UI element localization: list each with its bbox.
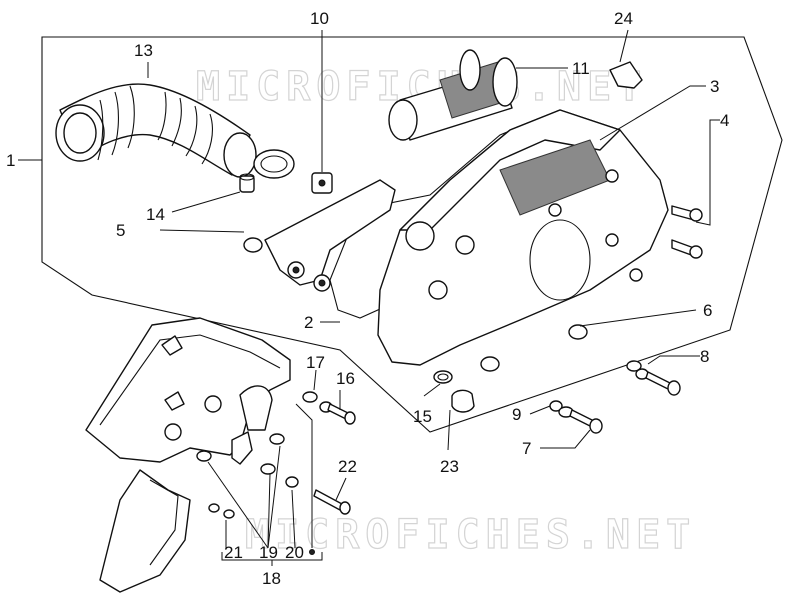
intake-hose-part xyxy=(55,83,295,193)
callout-2: 2 xyxy=(304,313,313,332)
filter-cartridge-part xyxy=(388,49,518,141)
callout-18: 18 xyxy=(262,569,281,588)
drain-cap-part-23 xyxy=(451,389,475,413)
bracket-arm-part xyxy=(264,179,396,292)
callout-19a: 19 xyxy=(259,543,278,562)
leader-lines xyxy=(18,29,720,566)
bolts-part-7-8 xyxy=(549,360,681,434)
grommets-part-6 xyxy=(480,324,588,372)
callout-15: 15 xyxy=(413,407,432,426)
callout-16: 16 xyxy=(336,369,355,388)
screws-part-4 xyxy=(671,205,703,259)
callout-3: 3 xyxy=(710,77,719,96)
callout-8: 8 xyxy=(700,347,709,366)
air-box-housing-part xyxy=(377,109,669,366)
callout-23: 23 xyxy=(440,457,459,476)
clip-part-24 xyxy=(609,61,643,89)
callout-17: 17 xyxy=(306,353,325,372)
callout-labels: 1 2 3 4 5 6 7 8 9 10 11 13 14 15 16 17 1… xyxy=(6,9,729,588)
callout-4: 4 xyxy=(720,111,729,130)
callout-13: 13 xyxy=(134,41,153,60)
fasteners-lower xyxy=(196,391,356,519)
callout-9: 9 xyxy=(512,405,521,424)
callout-24: 24 xyxy=(614,9,633,28)
callout-1: 1 xyxy=(6,151,15,170)
watermark-top: MICROFICHES.NET xyxy=(196,64,647,110)
grommet-part-5 xyxy=(243,237,263,253)
callout-10: 10 xyxy=(310,9,329,28)
hose-clamp-part-15 xyxy=(433,370,453,384)
callout-7: 7 xyxy=(522,439,531,458)
callout-21: 21 xyxy=(224,543,243,562)
callout-20: 20 xyxy=(285,543,304,562)
callout-5: 5 xyxy=(116,221,125,240)
callout-6: 6 xyxy=(703,301,712,320)
lower-cover-part-18 xyxy=(85,317,291,593)
assembly-outline-1 xyxy=(41,36,783,433)
callout-11: 11 xyxy=(572,59,590,78)
callout-14: 14 xyxy=(146,205,165,224)
callout-22: 22 xyxy=(338,457,357,476)
watermark-bottom: MICROFICHES.NET xyxy=(245,512,696,558)
